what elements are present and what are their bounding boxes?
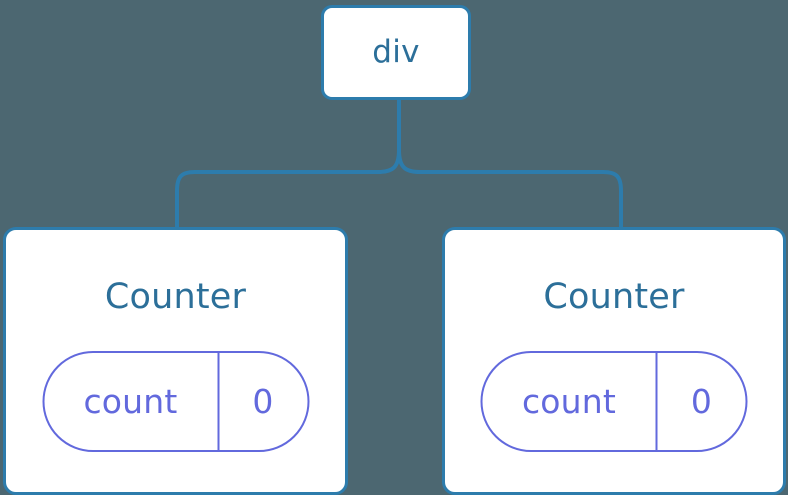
node-root-label: div	[372, 34, 420, 70]
component-title-right: Counter	[543, 277, 685, 317]
state-value-label-right: 0	[690, 382, 713, 421]
state-key-label-left: count	[83, 382, 178, 421]
state-value-cell-right: 0	[658, 353, 746, 450]
state-key-cell-right: count	[483, 353, 658, 450]
edge-to-child-right	[397, 149, 623, 227]
state-pill-right[interactable]: count 0	[480, 351, 748, 452]
state-key-label-right: count	[521, 382, 617, 421]
node-component-counter-left[interactable]: Counter count 0	[3, 227, 348, 495]
edge-to-child-left	[175, 149, 401, 227]
state-pill-left[interactable]: count 0	[42, 351, 309, 452]
node-root-div[interactable]: div	[321, 5, 471, 100]
node-component-counter-right[interactable]: Counter count 0	[442, 227, 786, 495]
state-value-cell-left: 0	[219, 353, 307, 450]
state-key-cell-left: count	[44, 353, 219, 450]
state-value-label-left: 0	[252, 382, 274, 421]
component-title-left: Counter	[104, 277, 247, 317]
